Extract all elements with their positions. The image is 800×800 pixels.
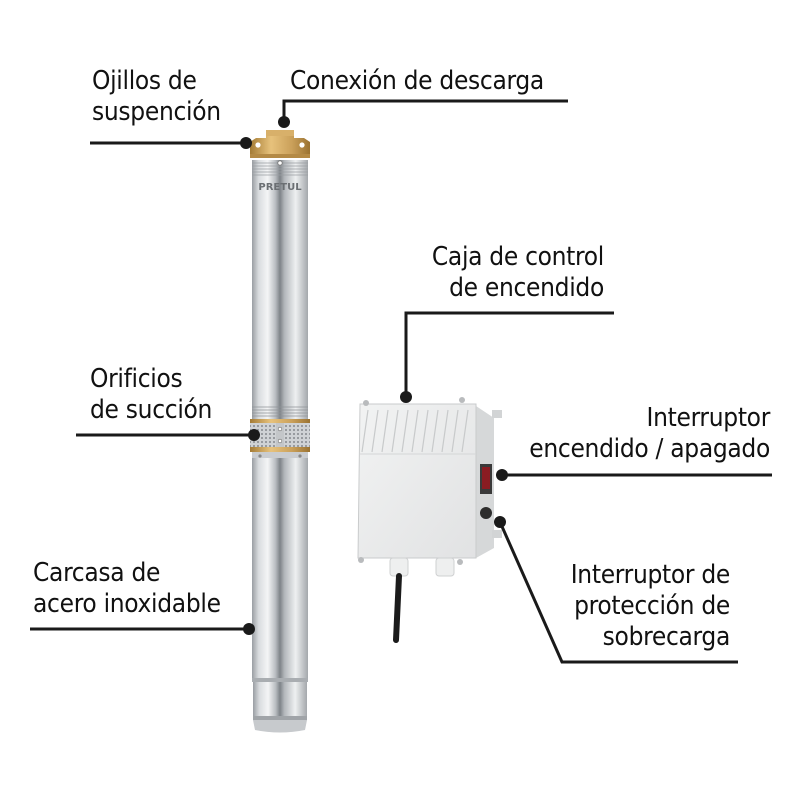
leader-dots	[240, 116, 508, 635]
callout-caja-de-control: Caja de control de encendido	[431, 242, 604, 303]
callout-ojillos-de-suspencion: Ojillos de suspención	[92, 66, 221, 127]
callout-orificios-de-succion: Orificios de succión	[90, 364, 213, 425]
callout-interruptor-proteccion-sobrecarga: Interruptor de protección de sobrecarga	[570, 560, 731, 652]
submersible-pump: PRETUL	[250, 130, 310, 733]
brand-text: PRETUL	[258, 182, 302, 193]
callout-carcasa-acero-inoxidable: Carcasa de acero inoxidable	[33, 558, 221, 619]
leader-lines	[30, 99, 772, 664]
callout-conexion-de-descarga: Conexión de descarga	[290, 66, 544, 96]
control-box	[357, 397, 502, 643]
callout-interruptor-encendido-apagado: Interruptor encendido / apagado	[529, 403, 770, 464]
